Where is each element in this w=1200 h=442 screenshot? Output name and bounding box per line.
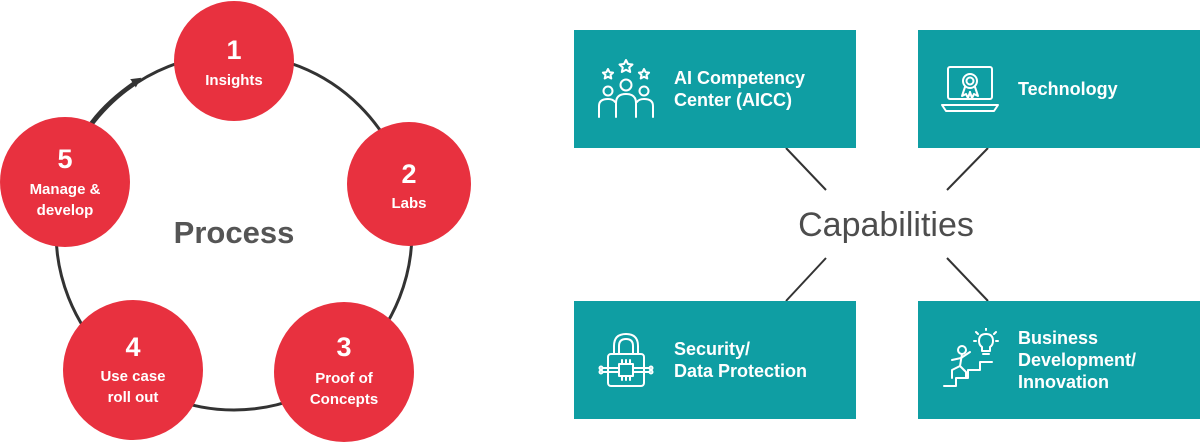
step-3: 3 Proof of Concepts [274,302,414,442]
step-5: 5 Manage & develop [0,117,130,247]
step-label-line-2: Concepts [310,391,378,408]
step-label: Insights [205,72,263,89]
step-label-line-1: Use case [100,368,165,385]
step-2: 2 Labs [347,122,471,246]
capability-label: AI Competency Center (AICC) [674,68,806,110]
capability-label: Technology [1018,79,1118,99]
padlock-chip-icon [594,328,658,392]
capability-security: Security/ Data Protection [574,301,856,419]
step-number: 3 [336,332,351,362]
laptop-award-icon [938,57,1002,121]
step-label-line-1: Manage & [30,181,101,198]
capability-label: Business Development/ Innovation [1018,328,1137,392]
step-label-line-1: Proof of [315,370,373,387]
cycle-arrow [86,77,142,128]
team-stars-icon [594,57,658,121]
step-4: 4 Use case roll out [63,300,203,440]
step-number: 1 [226,35,241,65]
step-label: Labs [391,195,426,212]
capability-aicc: AI Competency Center (AICC) [574,30,856,148]
step-number: 5 [57,144,72,174]
climbing-idea-icon [938,328,1002,392]
capabilities-title: Capabilities [798,206,974,244]
process-title: Process [174,215,295,250]
step-label-line-2: roll out [108,389,159,406]
capability-technology: Technology [918,30,1200,148]
capability-business-development: Business Development/ Innovation [918,301,1200,419]
step-1: 1 Insights [174,1,294,121]
step-number: 2 [401,159,416,189]
step-label-line-2: develop [37,202,94,219]
step-number: 4 [125,332,140,362]
capability-connectors [785,147,989,302]
capability-label: Security/ Data Protection [674,339,808,381]
